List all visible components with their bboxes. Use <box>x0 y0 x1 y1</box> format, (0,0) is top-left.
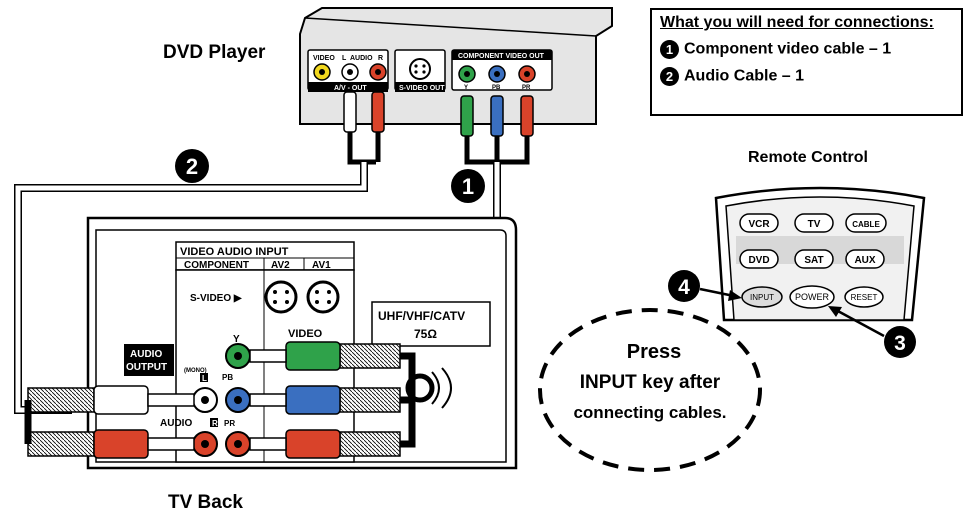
dvd-y-label: Y <box>464 85 468 91</box>
remote-aux-button[interactable] <box>845 249 885 269</box>
tv-l-label: L <box>202 374 207 383</box>
marker-2: 2 <box>175 149 209 183</box>
tv-s-video-av1-jack <box>306 280 340 314</box>
tv-video-audio-input-label: VIDEO AUDIO INPUT <box>180 246 289 258</box>
dvd-pr-label: PR <box>522 85 531 91</box>
dvd-l-label: L <box>342 55 347 62</box>
marker-4-number: 4 <box>678 276 690 299</box>
marker-1-number: 1 <box>462 174 474 199</box>
tv-s-video-label: S-VIDEO ▶ <box>190 293 243 304</box>
tv-component-label: COMPONENT <box>184 260 249 271</box>
dvd-audio-label: AUDIO <box>350 55 373 62</box>
remote-sat-label: SAT <box>804 255 823 266</box>
dvd-s-video-out-label: S-VIDEO OUT <box>399 85 445 92</box>
remote-vcr-button[interactable] <box>739 213 779 233</box>
remote-dvd-button[interactable] <box>739 249 779 269</box>
dvd-component-plugs <box>460 95 534 165</box>
tv-audio-output-label-2: OUTPUT <box>126 362 167 373</box>
dvd-s-video-jack <box>409 58 431 80</box>
tv-video-label: VIDEO <box>288 328 323 340</box>
tv-plugs <box>24 341 416 459</box>
remote-input-label: INPUT <box>750 293 774 302</box>
tv-pr-label: PR <box>224 419 235 428</box>
requirement-text: Component video cable – 1 <box>684 40 892 58</box>
tv-av1-label: AV1 <box>312 260 331 271</box>
requirements-box: What you will need for connections: 1 Com… <box>650 8 963 116</box>
callout-line-3: connecting cables. <box>573 403 726 422</box>
remote-cable-label: CABLE <box>852 220 880 229</box>
remote-tv-button[interactable] <box>794 213 834 233</box>
remote-cable-button[interactable] <box>845 213 887 233</box>
remote-control-label: Remote Control <box>748 149 868 166</box>
tv-audio-label: AUDIO <box>160 418 192 429</box>
remote-input-button[interactable] <box>741 286 783 308</box>
remote-power-button[interactable] <box>789 285 835 309</box>
tv-mono-label: (MONO) <box>184 368 207 374</box>
remote-dvd-label: DVD <box>748 255 769 266</box>
callout-line-2: INPUT key after <box>580 372 721 393</box>
marker-4: 4 <box>668 270 742 302</box>
requirement-item: 1 Component video cable – 1 <box>660 40 953 59</box>
marker-3: 3 <box>828 306 916 358</box>
requirement-number: 2 <box>660 67 679 86</box>
remote-sat-button[interactable] <box>794 249 834 269</box>
dvd-player-label: DVD Player <box>163 42 266 63</box>
tv-back-label: TV Back <box>168 492 243 513</box>
requirement-text: Audio Cable – 1 <box>684 67 805 85</box>
tv-s-video-av2-jack <box>264 280 298 314</box>
dvd-component-video-out-label: COMPONENT VIDEO OUT <box>458 53 545 60</box>
callout-line-1: Press <box>627 341 682 363</box>
remote-reset-label: RESET <box>851 293 878 302</box>
marker-3-number: 3 <box>894 332 906 355</box>
tv-uhf-label: UHF/VHF/CATV <box>378 309 465 323</box>
tv-r-label: R <box>212 419 218 428</box>
remote-control: VCR TV CABLE DVD SAT AUX INPUT POWER RES… <box>714 186 926 322</box>
input-callout: Press INPUT key after connecting cables. <box>538 308 762 472</box>
tv-av2-label: AV2 <box>271 260 290 271</box>
remote-power-label: POWER <box>795 292 830 302</box>
dvd-audio-plugs <box>343 91 385 165</box>
requirement-item: 2 Audio Cable – 1 <box>660 67 953 86</box>
requirements-title: What you will need for connections: <box>660 14 934 31</box>
remote-tv-label: TV <box>808 219 821 230</box>
remote-aux-label: AUX <box>854 255 875 266</box>
dvd-av-out-label: A/V - OUT <box>334 85 367 92</box>
tv-ohm-label: 75Ω <box>414 327 437 341</box>
dvd-r-label: R <box>378 55 383 62</box>
dvd-video-label: VIDEO <box>313 55 335 62</box>
requirement-number: 1 <box>660 40 679 59</box>
remote-reset-button[interactable] <box>844 286 884 308</box>
marker-2-number: 2 <box>186 154 198 179</box>
remote-vcr-label: VCR <box>748 219 770 230</box>
dvd-pb-label: PB <box>492 85 501 91</box>
tv-y-label: Y <box>233 334 240 345</box>
tv-audio-output-label-1: AUDIO <box>130 349 162 360</box>
tv-pb-label: PB <box>222 373 233 382</box>
marker-1: 1 <box>451 169 485 203</box>
